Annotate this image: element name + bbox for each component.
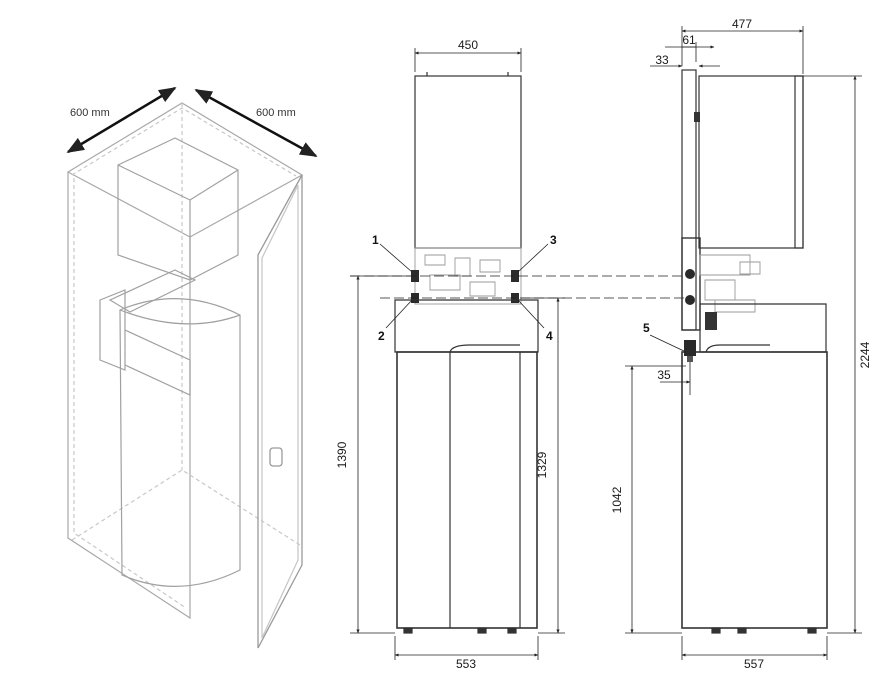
width-arrow — [66, 86, 177, 154]
dim-wall-offset: 61 — [682, 33, 696, 47]
dim-base-depth: 557 — [744, 657, 764, 671]
callout-2: 2 — [378, 329, 385, 343]
side-hydraulic-area — [699, 254, 761, 313]
front-tank-top — [394, 299, 539, 353]
side-dimensions — [625, 26, 862, 660]
dim-total-height: 2244 — [858, 341, 872, 368]
isometric-view — [66, 86, 318, 649]
front-port-3 — [511, 270, 519, 282]
storage-tank — [99, 269, 241, 587]
callout-4: 4 — [546, 329, 553, 343]
front-top-module — [414, 75, 522, 249]
dim-total-depth: 477 — [732, 17, 752, 31]
callout-3: 3 — [550, 233, 557, 247]
depth-arrow — [194, 88, 318, 158]
dim-pipe-offset: 35 — [657, 368, 671, 382]
dim-top-width: 450 — [458, 38, 478, 52]
enclosure-door — [257, 174, 303, 649]
front-view — [394, 72, 539, 634]
hydraulic-module — [117, 137, 239, 281]
side-wall-bracket — [681, 69, 697, 331]
front-tank-body — [396, 351, 538, 629]
dim-height-lower: 1329 — [535, 451, 549, 478]
side-tank-body — [681, 351, 828, 629]
side-view — [681, 69, 828, 634]
callout-1: 1 — [372, 233, 379, 247]
side-port-upper — [685, 269, 695, 279]
iso-width-label: 600 mm — [70, 107, 110, 119]
side-port-5 — [684, 340, 696, 356]
callout-5: 5 — [643, 321, 650, 335]
side-port-lower — [685, 295, 695, 305]
dim-height-upper: 1390 — [335, 441, 349, 468]
dim-base-width: 553 — [456, 657, 476, 671]
front-dimensions — [350, 48, 690, 660]
enclosure-outline — [66, 102, 304, 620]
door-handle-icon — [269, 447, 283, 467]
iso-depth-label: 600 mm — [256, 107, 296, 119]
dim-bracket-depth: 33 — [655, 53, 669, 67]
dim-connection-height: 1042 — [610, 486, 624, 513]
side-top-module — [698, 75, 804, 249]
